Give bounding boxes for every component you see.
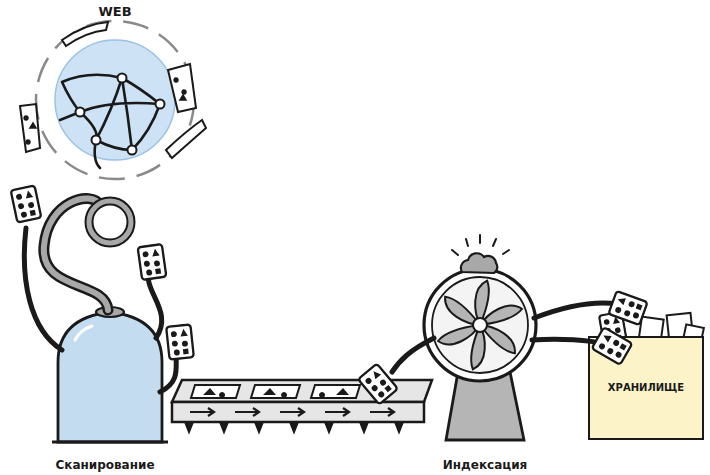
magnifier-ring-outline (89, 201, 131, 243)
indexer-arm (392, 338, 434, 372)
index-card (592, 327, 633, 365)
fan-hub (473, 318, 487, 332)
slot-marks (319, 388, 349, 398)
steam-sparks (452, 235, 509, 255)
index-card (358, 364, 398, 405)
crawler-base (52, 441, 168, 444)
index-card (166, 324, 194, 359)
node-label: Индексация (443, 458, 528, 472)
index-card (11, 185, 42, 222)
web-point (76, 108, 85, 117)
conveyor-top (172, 380, 432, 402)
fan-casing (424, 269, 536, 381)
slot-marks (203, 388, 225, 398)
crawler-arm (160, 348, 178, 392)
node-label: Сканирование (55, 458, 154, 472)
web-point (128, 146, 137, 155)
belt-slot (191, 385, 240, 398)
indexer-arm (532, 339, 604, 344)
indexer-arm (534, 303, 618, 318)
web-point (156, 100, 165, 109)
crawler-body (58, 312, 162, 442)
web-point (92, 136, 101, 145)
conveyor-front (172, 402, 424, 422)
page-fragment (168, 64, 196, 112)
node-label: ХРАНИЛИЩЕ (608, 382, 684, 394)
crawler-arm (148, 268, 162, 338)
fan-inner-ring (432, 277, 528, 373)
steam-cloud (461, 253, 497, 273)
belt-slot (311, 385, 360, 398)
node-label: WEB (98, 4, 131, 20)
web-globe: WEB (35, 4, 195, 184)
indexer-fan: Индексация (415, 258, 555, 472)
crawler-robot: Сканирование (25, 300, 185, 472)
globe-circle (55, 40, 175, 160)
globe-outline (35, 4, 195, 184)
web-points (76, 74, 165, 155)
fragment-marks (174, 78, 186, 100)
belt-legs (185, 422, 403, 432)
belt-arrows (190, 408, 394, 416)
belt-slot (251, 385, 300, 398)
page-fragment (20, 104, 40, 152)
magnifier-ring (89, 201, 131, 243)
index-card (138, 244, 167, 280)
orbit-ring (36, 21, 194, 179)
web-point (118, 74, 127, 83)
web-links (60, 75, 160, 168)
slot-marks (263, 388, 287, 398)
page-fragment (166, 120, 206, 158)
crawler-shine (75, 326, 92, 340)
fragment-marks (24, 116, 36, 144)
fan-blades (438, 279, 522, 371)
storage-box: ХРАНИЛИЩЕ (588, 336, 704, 440)
page-fragment (62, 22, 108, 46)
crawler-arm (24, 228, 62, 350)
index-card (608, 291, 647, 325)
